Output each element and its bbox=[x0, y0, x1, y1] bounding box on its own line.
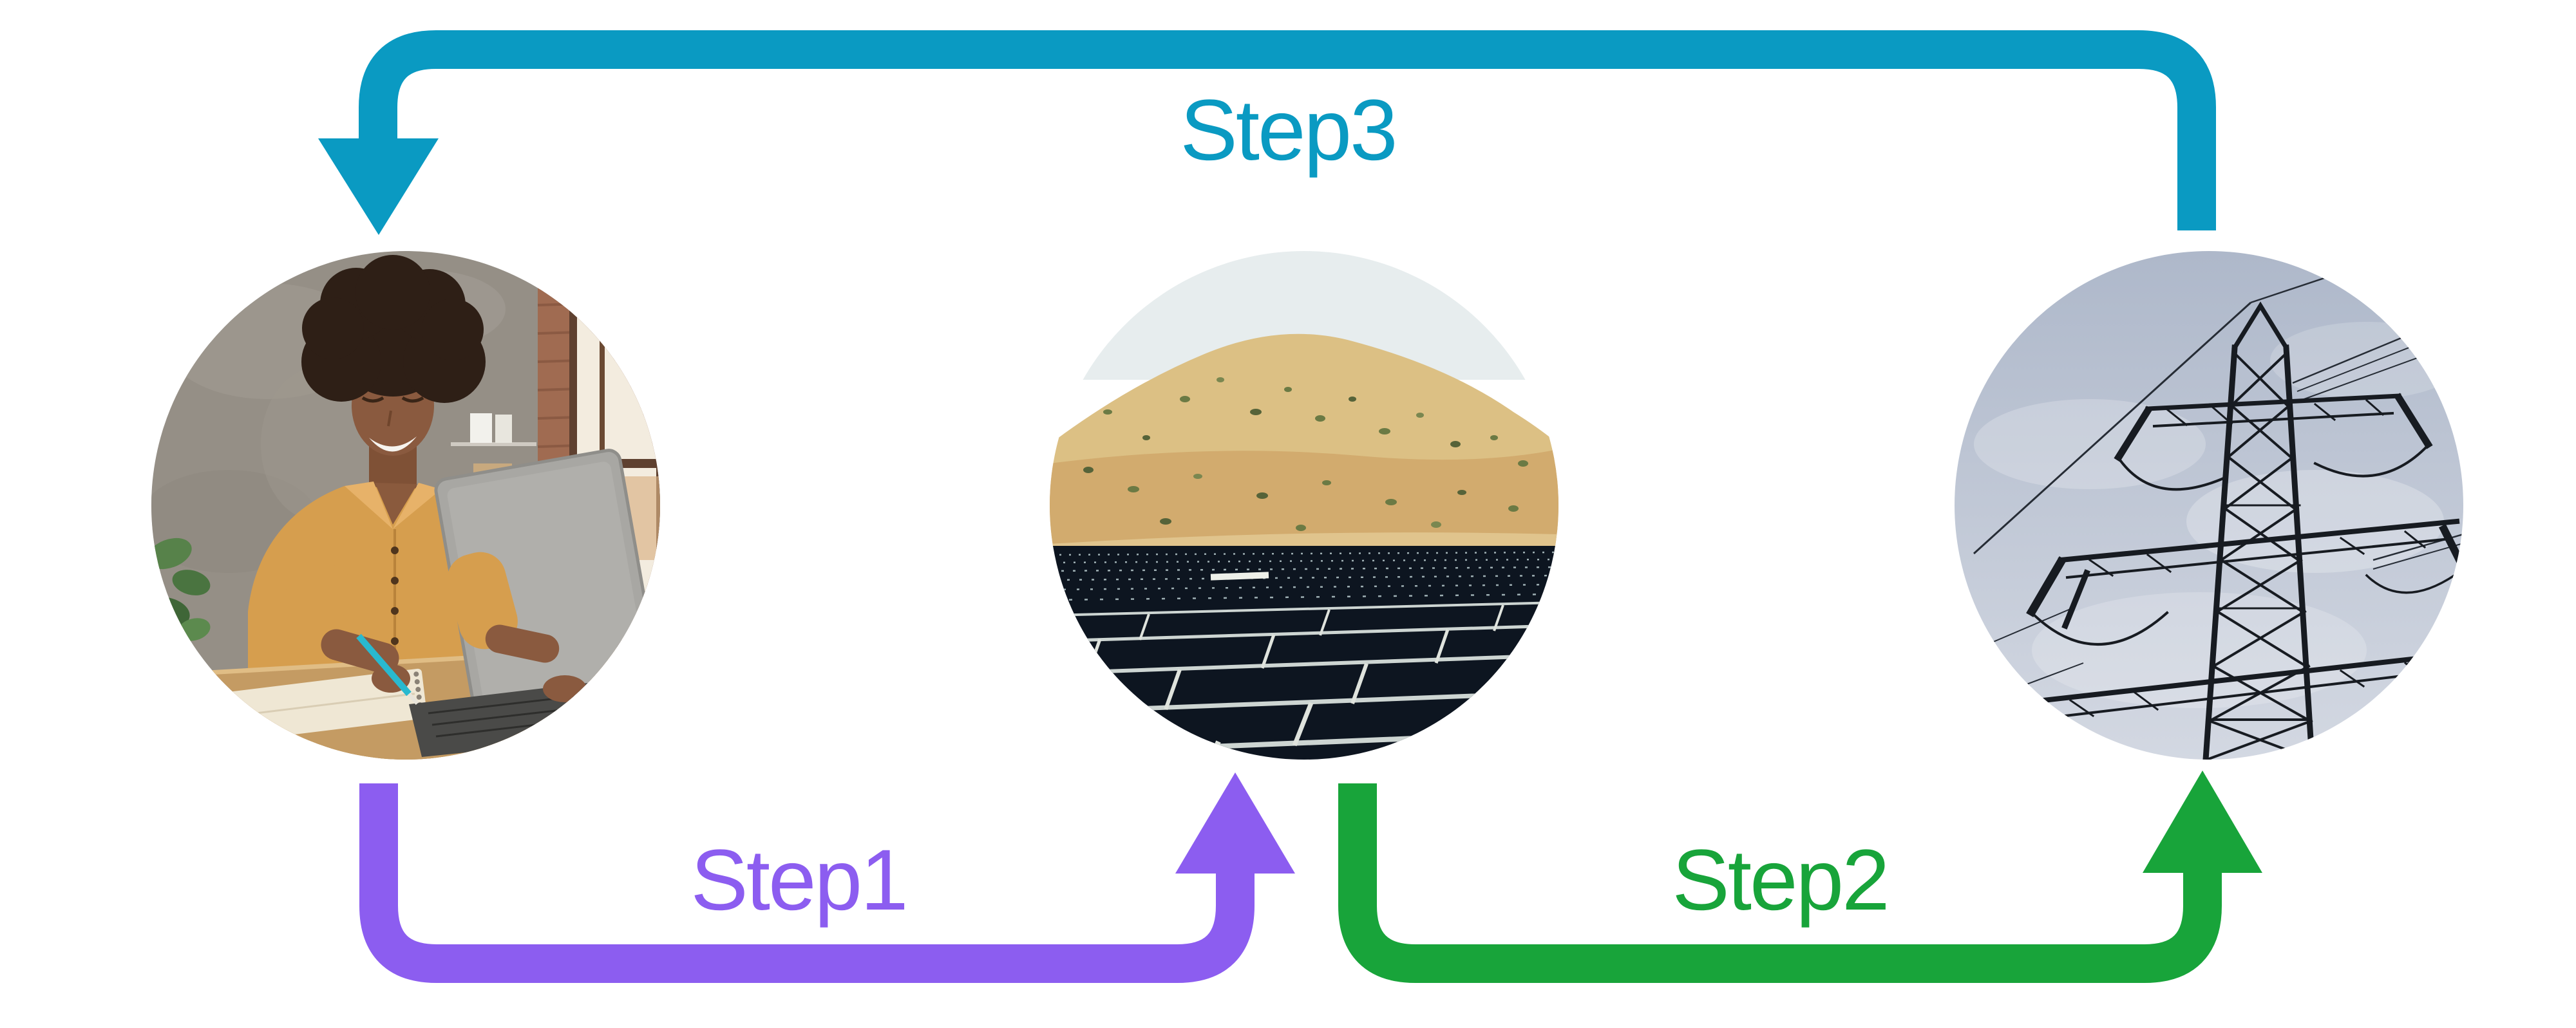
upper-crossarm bbox=[2114, 393, 2433, 491]
writing-arm bbox=[270, 559, 419, 705]
step1-arrowhead-icon bbox=[1175, 772, 1295, 874]
desert-hills bbox=[1050, 333, 1558, 547]
step3-arrowhead-icon bbox=[318, 138, 439, 235]
eyes bbox=[361, 396, 424, 403]
step2-arrow-shaft bbox=[1338, 783, 2222, 983]
far-panel-rows bbox=[1050, 551, 1558, 601]
node-transmission-tower bbox=[1955, 251, 2463, 760]
shrubs bbox=[1083, 377, 1528, 531]
node-solar-farm bbox=[1050, 251, 1558, 760]
step3-arrow-shaft bbox=[359, 30, 2216, 230]
middle-crossarm bbox=[2026, 518, 2463, 646]
shirt-buttons bbox=[391, 547, 399, 645]
step3-arrow: Step3 bbox=[318, 30, 2216, 235]
step1-arrow-shaft bbox=[359, 783, 1255, 983]
electricity-pylon-photo bbox=[1955, 251, 2463, 760]
teal-pen bbox=[356, 633, 412, 696]
node-person-working bbox=[151, 251, 660, 760]
step1-arrow: Step1 bbox=[359, 772, 1295, 983]
solar-panel-field-photo bbox=[1050, 251, 1558, 760]
step2-label: Step2 bbox=[1672, 832, 1888, 928]
panel-reflection bbox=[1210, 572, 1269, 581]
step2-arrowhead-icon bbox=[2143, 771, 2262, 873]
woman-writing-at-laptop-photo bbox=[151, 251, 660, 760]
smile bbox=[369, 436, 417, 452]
step1-label: Step1 bbox=[690, 832, 906, 928]
step3-label: Step3 bbox=[1180, 82, 1396, 178]
afro-hair bbox=[301, 255, 486, 403]
step2-arrow: Step2 bbox=[1338, 771, 2262, 983]
